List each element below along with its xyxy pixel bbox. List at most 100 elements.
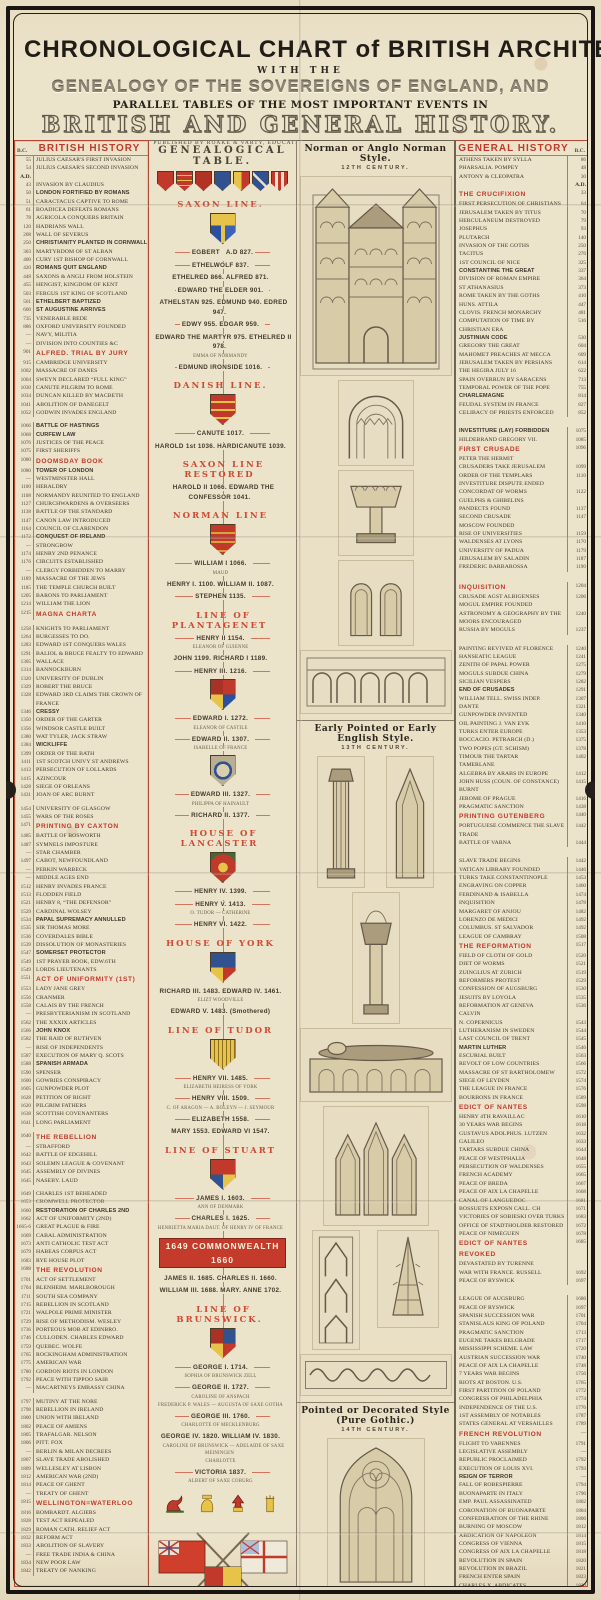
subtitle-history: BRITISH AND GENERAL HISTORY. xyxy=(41,111,560,138)
history-row: 1080 Doomsday Book xyxy=(15,455,148,467)
history-row: Spain overrun by Saracens 713 xyxy=(456,375,587,384)
history-row: Field of Cloth of Gold 1520 xyxy=(456,951,587,961)
event-cell: Division into Counties &c xyxy=(36,340,118,347)
event-cell: Moscow founded xyxy=(459,522,515,529)
history-row: 1792 Peace with Tippoo Saib xyxy=(15,1376,148,1385)
year-cell: 1553 xyxy=(15,985,34,994)
event-cell: Turks enter Europe xyxy=(459,728,523,735)
year-cell: 1122 xyxy=(567,488,587,497)
genealogy-node: RICHARD II. 1377. xyxy=(149,811,296,821)
event-cell: Porteous Mob at Edinbro. xyxy=(36,1327,118,1333)
era-label-bc: B.C. xyxy=(574,148,585,154)
year-cell: 1172 xyxy=(15,533,34,542)
crowned-lion-crest-icon xyxy=(200,1494,213,1513)
year-cell: 1402 xyxy=(567,753,587,762)
year-cell: 1720 xyxy=(567,1345,587,1354)
event-cell: Lorenzo de Medici xyxy=(459,916,518,923)
event-cell: Inquisition xyxy=(459,900,495,907)
history-row: 1346 Cressy xyxy=(15,707,148,717)
event-cell: Culloden. Charles Edward xyxy=(36,1335,124,1342)
history-row: 1350 Order of the Garter xyxy=(15,716,148,725)
event-cell: Investiture (Lay) forbidden xyxy=(459,428,550,435)
year-cell: 1279 xyxy=(567,669,587,678)
year-cell: 1806 xyxy=(15,1439,34,1448)
event-cell: Portuguese commence the Slave Trade xyxy=(459,823,565,838)
event-cell: 30 Years War begins xyxy=(459,1122,523,1129)
history-row: First Crusade 1096 xyxy=(456,444,587,455)
year-cell: 1828 xyxy=(15,1517,34,1526)
history-row: 1833 Abolition of Slavery xyxy=(15,1542,148,1551)
british-history-header: B.C. BRITISH HISTORY xyxy=(15,141,148,156)
history-row: 1034 Duncan killed by Macbeth xyxy=(15,392,148,401)
year-cell: 1442 xyxy=(567,822,587,840)
history-row: — Westminster Hall xyxy=(15,475,148,484)
year-cell: 1815 xyxy=(567,1539,587,1549)
year-cell: 1004 xyxy=(15,375,34,384)
year-cell: — xyxy=(15,1384,34,1393)
event-cell: Pragmatic Sanction xyxy=(459,804,524,811)
history-row: Legislative Assembly — xyxy=(456,1448,587,1457)
year-cell: 1291 xyxy=(15,649,34,658)
history-row: 420 Romans quit England xyxy=(15,264,148,273)
fold-crease xyxy=(0,204,601,207)
history-row: Herculaneum destroyed 79 xyxy=(456,217,587,226)
history-row: 735 Venerable Bede xyxy=(15,314,148,323)
title-block: CHRONOLOGICAL CHART of BRITISH ARCHITECT… xyxy=(24,36,601,146)
year-cell: 1328 xyxy=(15,691,34,708)
history-row: Jerusalem by Saladin 1187 xyxy=(456,555,587,564)
year-cell: 1282 xyxy=(567,677,587,687)
history-row: A.D. xyxy=(15,172,148,182)
event-cell: Sicilian Vespers xyxy=(459,678,511,685)
year-cell: 1356 xyxy=(15,724,34,733)
event-cell: Order of the Templars xyxy=(459,472,533,479)
year-cell xyxy=(567,455,587,464)
history-row: Diet of Worms 1521 xyxy=(456,960,587,969)
history-row: Temporal Power of the Pope 755 xyxy=(456,383,587,393)
event-cell: Tower of London xyxy=(36,467,94,474)
event-cell: Crusaders take Jerusalem xyxy=(459,464,546,471)
history-row: 1521 Henry 8, “The Defensor” xyxy=(15,899,148,908)
history-row: Peace of Nimeguen 1678 xyxy=(456,1229,587,1239)
event-cell: Last Council of Trent xyxy=(459,1036,531,1043)
genealogy-node: EGBERT A.D 827. xyxy=(149,248,296,258)
history-row: 1549 Lords Lieutenants xyxy=(15,965,148,975)
history-row: Crusaders take Jerusalem 1099 xyxy=(456,463,587,472)
year-cell: 1802 xyxy=(567,1498,587,1507)
history-row: 1805 Trafalgar. Nelson xyxy=(15,1431,148,1440)
year-cell: 1492 xyxy=(567,924,587,933)
event-cell: Clovis. French Monarchy xyxy=(459,309,542,316)
history-row: 1415 Azincour xyxy=(15,774,148,784)
history-row: Justinian Code 530 xyxy=(456,333,587,343)
event-cell: Hengist, Kingdom of Kent xyxy=(36,282,118,289)
history-row: 1068 Curfew Law xyxy=(15,430,148,439)
year-cell: 1558 xyxy=(15,1001,34,1011)
history-row: Siege of Leyden 1574 xyxy=(456,1077,587,1086)
year-cell: 1353 xyxy=(567,727,587,737)
event-cell: Turks take Constantinople xyxy=(459,875,548,882)
genealogy-node xyxy=(149,394,296,442)
year-cell: 1096 xyxy=(567,444,587,455)
event-cell: Godwin invades England xyxy=(36,409,117,416)
event-cell: Gunpowder invented xyxy=(459,712,528,719)
history-row: 1643 Solemn League & Covenant xyxy=(15,1159,148,1169)
history-row: 1679 Habeas Corpus Act xyxy=(15,1248,148,1257)
history-row: 561 Ethelbert baptized xyxy=(15,297,148,307)
genealogy-node: JOHN 1199. RICHARD I 1189. xyxy=(149,654,296,664)
event-cell: Westminster Hall xyxy=(36,476,95,483)
history-row: Devastated by Turenne xyxy=(456,1260,587,1269)
year-cell: 1164 xyxy=(15,525,34,534)
event-cell: Astronomy & Geography by the Moors encou… xyxy=(459,610,562,625)
year-cell: 1832 xyxy=(15,1533,34,1543)
year-cell: 1582 xyxy=(15,1035,34,1044)
genealogy-node xyxy=(149,852,296,900)
engraving-lancet-window xyxy=(386,756,434,888)
event-cell: Henry invades France xyxy=(36,883,107,890)
history-row: 1413 Persecution of Lollards xyxy=(15,766,148,775)
event-cell: Temporal Power of the Pope xyxy=(459,384,550,391)
history-row: 455 Hengist, Kingdom of Kent xyxy=(15,281,148,290)
event-cell: Congress of Aix la Chapelle xyxy=(459,1549,551,1556)
genealogy-node: JAMES I. 1603. xyxy=(149,1194,296,1204)
year-cell: 1487 xyxy=(15,840,34,850)
year-cell: 1291 xyxy=(567,686,587,695)
history-row: Painting revived at Florence 1240 xyxy=(456,644,587,653)
